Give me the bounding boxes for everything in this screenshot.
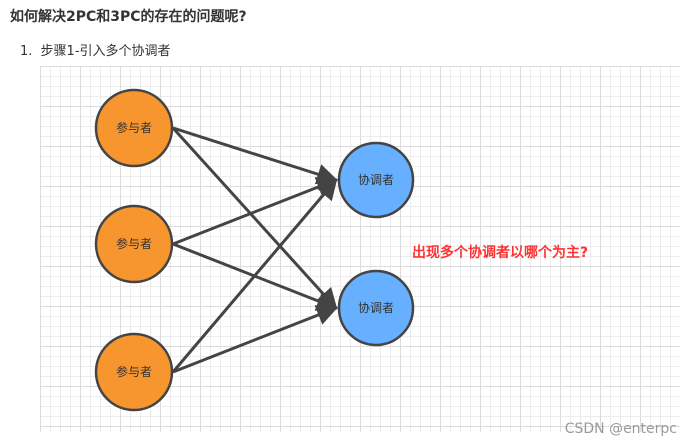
list-item-text: 步骤1-引入多个协调者 [40, 44, 171, 59]
edge-participant-1-to-coordinator-2 [171, 126, 338, 310]
coordinator-node-2-label: 协调者 [358, 300, 394, 315]
page-heading: 如何解决2PC和3PC的存在的问题呢? [10, 9, 247, 25]
edge-participant-3-to-coordinator-1 [171, 178, 338, 373]
coordinator-node-1-circle [337, 141, 415, 219]
participant-node-3-label: 参与者 [116, 364, 152, 379]
participant-node-2-label: 参与者 [116, 236, 152, 251]
edge-participant-2-to-coordinator-1 [172, 177, 338, 246]
coordinator-node-2: 协调者 [337, 269, 415, 347]
annotation-question: 出现多个协调者以哪个为主? [412, 244, 588, 261]
participant-node-1: 参与者 [94, 88, 174, 168]
participant-node-3-circle [94, 332, 174, 412]
participant-node-2: 参与者 [94, 204, 174, 284]
coordinator-node-1: 协调者 [337, 141, 415, 219]
participant-node-2-circle [94, 204, 174, 284]
participant-node-3: 参与者 [94, 332, 174, 412]
coordinator-node-2-circle [337, 269, 415, 347]
csdn-watermark: CSDN @enterpc [564, 421, 677, 437]
participant-node-1-circle [94, 88, 174, 168]
list-item-step-1: 1. 步骤1-引入多个协调者 [20, 40, 171, 59]
edge-participant-3-to-coordinator-2 [172, 305, 338, 374]
coordinator-node-1-label: 协调者 [358, 172, 394, 187]
edge-participant-1-to-coordinator-1 [172, 126, 339, 185]
participant-node-1-label: 参与者 [116, 120, 152, 135]
list-marker: 1. [20, 44, 33, 59]
edges-group [171, 126, 339, 374]
